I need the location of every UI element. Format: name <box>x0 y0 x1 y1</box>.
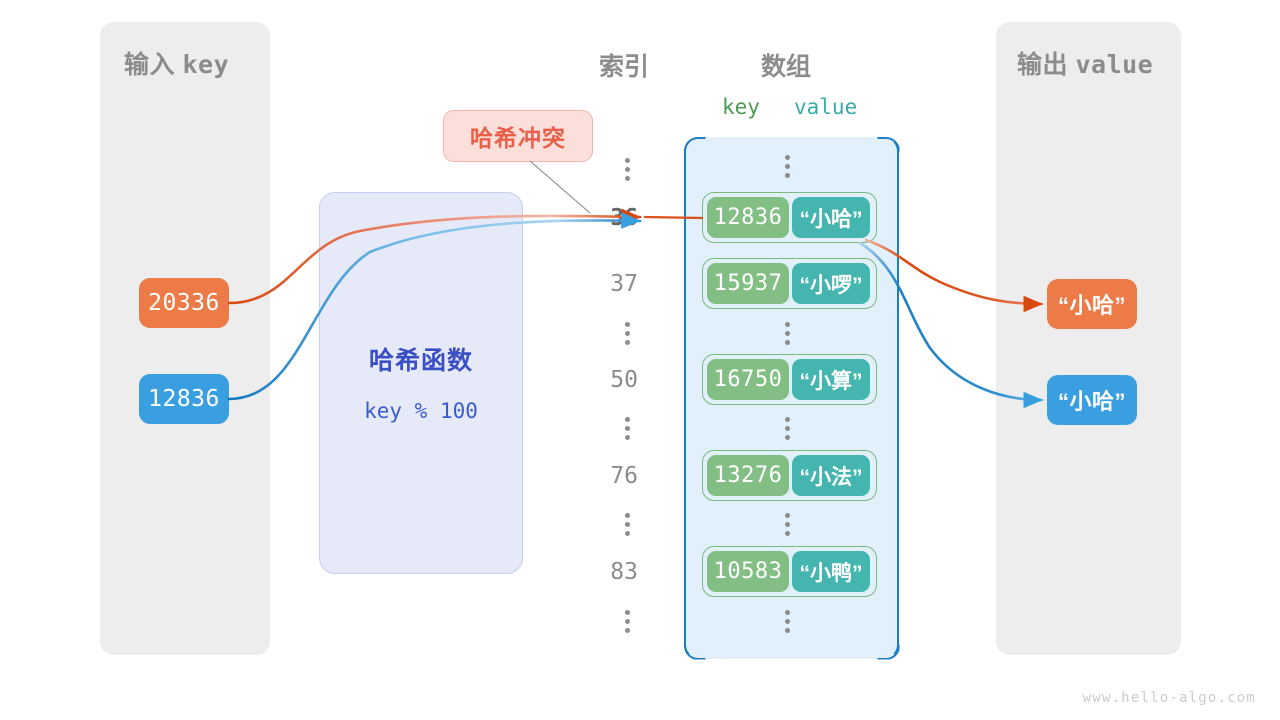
dot <box>785 426 790 431</box>
dot <box>785 322 790 327</box>
bucket-key-36: 12836 <box>707 197 789 238</box>
array-bucket-50[interactable]: 16750 “小算” <box>702 354 877 405</box>
dot <box>625 176 630 181</box>
dot <box>625 628 630 633</box>
dot <box>785 531 790 536</box>
bucket-key-50: 16750 <box>707 359 789 400</box>
array-ellipsis-4 <box>785 610 790 633</box>
hash-collision-badge-label: 哈希冲突 <box>470 125 566 151</box>
dot <box>625 322 630 327</box>
dot <box>625 158 630 163</box>
dot <box>785 628 790 633</box>
dot <box>625 513 630 518</box>
array-ellipsis-3 <box>785 513 790 536</box>
index-label-50: 50 <box>610 367 638 393</box>
dot <box>785 417 790 422</box>
index-label-36: 36 <box>610 205 638 231</box>
output-panel-title-cjk: 输出 <box>1017 51 1069 79</box>
hash-function-title: 哈希函数 <box>368 347 473 375</box>
input-panel-title: 输入 key <box>124 45 229 81</box>
hash-function-box: 哈希函数 key % 100 <box>319 192 523 574</box>
bucket-value-83: “小鸭” <box>792 551 870 592</box>
index-ellipsis-0 <box>625 158 630 181</box>
dot <box>785 522 790 527</box>
array-column-header: 数组 <box>761 53 812 81</box>
dot <box>785 340 790 345</box>
collision-leader-line <box>529 160 591 214</box>
dot <box>785 610 790 615</box>
output-panel <box>996 22 1181 655</box>
dot <box>785 435 790 440</box>
output-panel-title: 输出 value <box>1017 45 1153 81</box>
index-ellipsis-3 <box>625 513 630 536</box>
dot <box>625 426 630 431</box>
hash-collision-badge: 哈希冲突 <box>443 110 593 162</box>
dot <box>625 340 630 345</box>
index-ellipsis-4 <box>625 610 630 633</box>
dot <box>625 417 630 422</box>
input-key-1-label: 12836 <box>148 386 220 412</box>
array-ellipsis-2 <box>785 417 790 440</box>
array-ellipsis-0 <box>785 155 790 178</box>
input-key-1[interactable]: 12836 <box>139 374 229 424</box>
index-column-header: 索引 <box>599 53 650 81</box>
dot <box>625 435 630 440</box>
bucket-value-36: “小哈” <box>792 197 870 238</box>
input-key-0-label: 20336 <box>148 290 220 316</box>
index-ellipsis-1 <box>625 322 630 345</box>
array-bucket-76[interactable]: 13276 “小法” <box>702 450 877 501</box>
dot <box>625 610 630 615</box>
array-ellipsis-1 <box>785 322 790 345</box>
output-value-1-label: “小哈” <box>1057 389 1126 414</box>
dot <box>625 619 630 624</box>
input-panel-title-mono: key <box>182 50 230 79</box>
bucket-value-76: “小法” <box>792 455 870 496</box>
dot <box>785 155 790 160</box>
array-bucket-83[interactable]: 10583 “小鸭” <box>702 546 877 597</box>
bucket-key-83: 10583 <box>707 551 789 592</box>
output-value-0[interactable]: “小哈” <box>1047 279 1137 329</box>
input-key-0[interactable]: 20336 <box>139 278 229 328</box>
index-ellipsis-2 <box>625 417 630 440</box>
key-subheader: key <box>722 95 760 119</box>
dot <box>785 331 790 336</box>
array-bucket-37[interactable]: 15937 “小啰” <box>702 258 877 309</box>
dot <box>785 619 790 624</box>
hash-function-formula: key % 100 <box>364 399 478 423</box>
output-value-1[interactable]: “小哈” <box>1047 375 1137 425</box>
dot <box>625 531 630 536</box>
bucket-key-76: 13276 <box>707 455 789 496</box>
dot <box>785 513 790 518</box>
index-label-76: 76 <box>610 463 638 489</box>
input-panel <box>100 22 270 655</box>
output-panel-title-mono: value <box>1075 50 1154 79</box>
watermark: www.hello-algo.com <box>1082 690 1256 706</box>
bucket-value-37: “小啰” <box>792 263 870 304</box>
index-label-37: 37 <box>610 271 638 297</box>
dot <box>625 167 630 172</box>
bucket-key-37: 15937 <box>707 263 789 304</box>
value-subheader: value <box>794 95 858 119</box>
dot <box>625 522 630 527</box>
index-label-83: 83 <box>610 559 638 585</box>
dot <box>625 331 630 336</box>
bucket-value-50: “小算” <box>792 359 870 400</box>
array-bucket-36[interactable]: 12836 “小哈” <box>702 192 877 243</box>
dot <box>785 164 790 169</box>
input-panel-title-cjk: 输入 <box>124 51 176 79</box>
output-value-0-label: “小哈” <box>1057 293 1126 318</box>
dot <box>785 173 790 178</box>
